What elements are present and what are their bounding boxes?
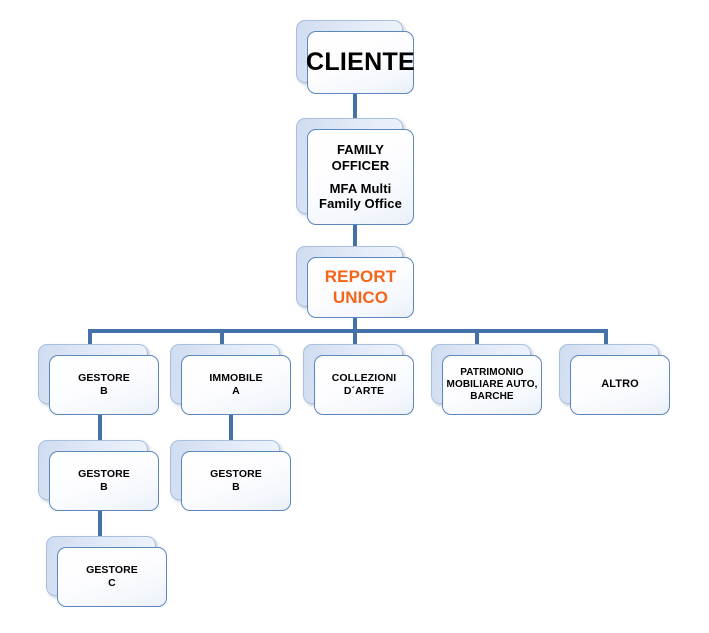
node-altro[interactable]: ALTRO (559, 344, 670, 415)
node-label-report-unico: REPORT UNICO (324, 266, 397, 307)
node-gestore-c[interactable]: GESTORE C (46, 536, 167, 607)
node-label-family-officer: FAMILY OFFICER (331, 141, 390, 173)
node-label-gestore-b-2: GESTORE B (78, 468, 130, 493)
node-label-cliente: CLIENTE (305, 48, 416, 77)
node-card-front: FAMILY OFFICER MFA Multi Family Office (307, 129, 414, 225)
node-card-front: PATRIMONIO MOBILIARE AUTO, BARCHE (442, 355, 542, 415)
node-report-unico[interactable]: REPORT UNICO (296, 246, 414, 318)
node-immobile-a[interactable]: IMMOBILE A (170, 344, 291, 415)
connector-bus-to-altro (604, 329, 608, 344)
node-gestore-b-3[interactable]: GESTORE B (170, 440, 291, 511)
node-collezioni-arte[interactable]: COLLEZIONI D´ARTE (303, 344, 414, 415)
node-label-gestore-c: GESTORE C (86, 564, 138, 589)
node-label-collezioni-arte: COLLEZIONI D´ARTE (331, 372, 397, 397)
node-card-front: REPORT UNICO (307, 257, 414, 318)
node-card-front: CLIENTE (305, 31, 416, 94)
node-patrimonio-mobiliare[interactable]: PATRIMONIO MOBILIARE AUTO, BARCHE (431, 344, 542, 415)
connector-gestore-b-1-to-gestore-b-2 (98, 414, 102, 440)
node-sublabel-family-officer: MFA Multi Family Office (319, 180, 402, 212)
node-card-front: GESTORE B (49, 355, 159, 415)
node-card-front: GESTORE B (49, 451, 159, 511)
node-card-front: ALTRO (570, 355, 670, 415)
node-label-gestore-b-3: GESTORE B (210, 468, 262, 493)
node-card-front: GESTORE B (181, 451, 291, 511)
connector-family-officer-to-report-unico (353, 224, 357, 246)
node-card-front: COLLEZIONI D´ARTE (314, 355, 414, 415)
node-label-altro: ALTRO (601, 378, 639, 391)
connector-bus-to-collezioni (353, 329, 357, 344)
connector-bus-to-gestore-b-1 (88, 329, 92, 344)
connector-bus-to-patrimonio (475, 329, 479, 344)
connector-horizontal-bus (88, 329, 608, 333)
node-cliente[interactable]: CLIENTE (296, 20, 415, 94)
node-card-front: IMMOBILE A (181, 355, 291, 415)
connector-report-unico-stem (353, 317, 357, 333)
connector-immobile-a-to-gestore-b-3 (229, 414, 233, 440)
node-label-immobile-a: IMMOBILE A (209, 372, 263, 397)
node-gestore-b-1[interactable]: GESTORE B (38, 344, 159, 415)
node-family-officer[interactable]: FAMILY OFFICER MFA Multi Family Office (296, 118, 414, 225)
node-label-patrimonio-mobiliare: PATRIMONIO MOBILIARE AUTO, BARCHE (446, 366, 538, 403)
node-gestore-b-2[interactable]: GESTORE B (38, 440, 159, 511)
connector-bus-to-immobile-a (220, 329, 224, 344)
connector-gestore-b-2-to-gestore-c (98, 510, 102, 536)
node-label-gestore-b-1: GESTORE B (78, 372, 130, 397)
node-card-front: GESTORE C (57, 547, 167, 607)
